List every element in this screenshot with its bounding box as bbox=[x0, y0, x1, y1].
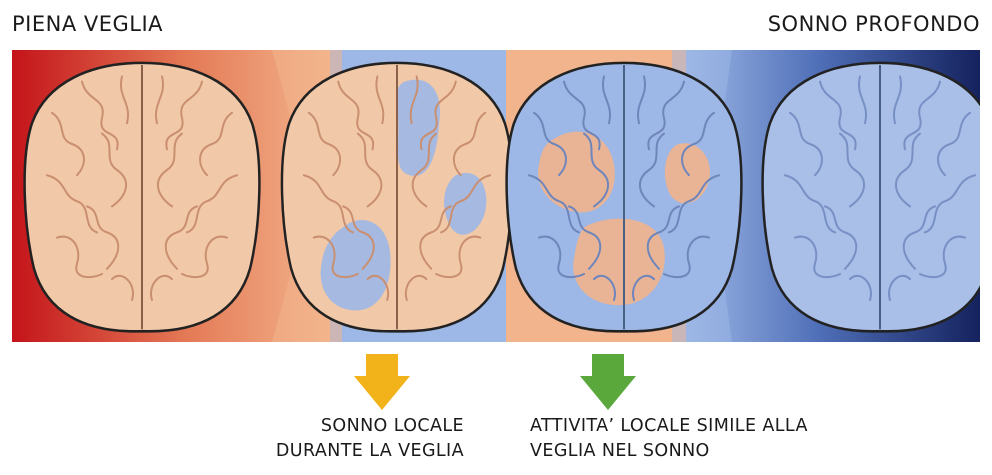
label-full-wake: PIENA VEGLIA bbox=[12, 12, 163, 36]
brain-state-spectrum bbox=[12, 50, 980, 342]
brain-deep-sleep bbox=[763, 63, 980, 331]
caption-local-wake-line1: ATTIVITA’ LOCALE SIMILE ALLA bbox=[530, 414, 950, 439]
brain-spectrum-graphic bbox=[12, 50, 980, 342]
caption-local-sleep-line1: SONNO LOCALE bbox=[232, 414, 464, 439]
brain-local-sleep bbox=[282, 63, 512, 331]
brain-awake bbox=[25, 63, 260, 331]
caption-local-wake: ATTIVITA’ LOCALE SIMILE ALLA VEGLIA NEL … bbox=[530, 414, 950, 464]
caption-local-sleep-line2: DURANTE LA VEGLIA bbox=[232, 439, 464, 464]
arrow-down-icon bbox=[578, 354, 638, 412]
arrow-down-icon bbox=[352, 354, 412, 412]
caption-local-wake-line2: VEGLIA NEL SONNO bbox=[530, 439, 950, 464]
label-deep-sleep: SONNO PROFONDO bbox=[768, 12, 980, 36]
brain-local-wake bbox=[507, 63, 742, 331]
caption-local-sleep: SONNO LOCALE DURANTE LA VEGLIA bbox=[232, 414, 464, 464]
